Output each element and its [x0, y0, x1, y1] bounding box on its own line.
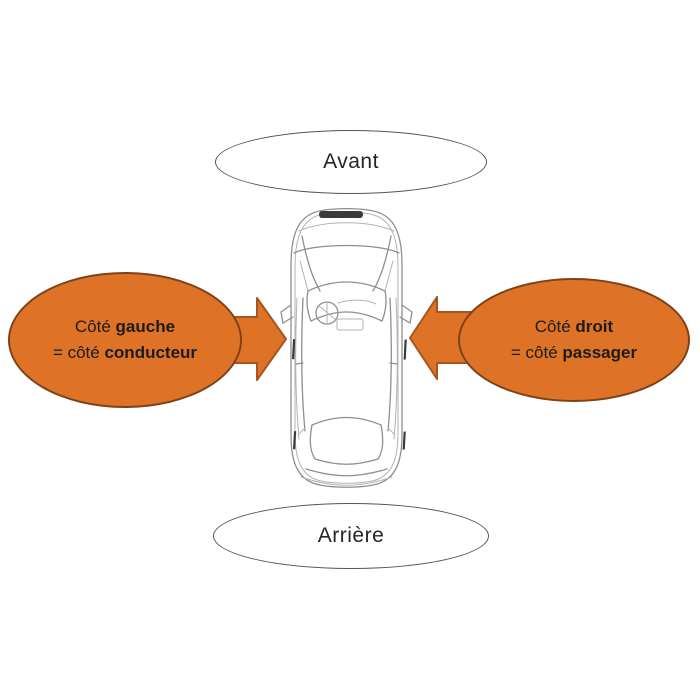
left-side-line2: = côté conducteur [53, 340, 197, 366]
right-side-line2: = côté passager [511, 340, 637, 366]
front-label-bubble: Avant [215, 130, 487, 194]
right-side-line1: Côté droit [535, 314, 613, 340]
right-line1-bold: droit [575, 317, 614, 336]
right-side-bubble: Côté droit = côté passager [458, 278, 690, 402]
right-line2-bold: passager [562, 343, 638, 362]
rear-label: Arrière [317, 524, 385, 547]
left-line2-bold: conducteur [104, 343, 198, 362]
rear-label-bubble: Arrière [213, 503, 489, 569]
left-line1-normal: Côté [74, 317, 116, 336]
left-line1-bold: gauche [115, 317, 176, 336]
right-line1-normal: Côté [534, 317, 576, 336]
left-line2-normal: = côté [52, 343, 105, 362]
left-side-bubble: Côté gauche = côté conducteur [8, 272, 242, 408]
front-label: Avant [323, 150, 379, 173]
left-side-line1: Côté gauche [75, 314, 175, 340]
right-line2-normal: = côté [510, 343, 563, 362]
car-top-view-illustration [280, 207, 413, 488]
